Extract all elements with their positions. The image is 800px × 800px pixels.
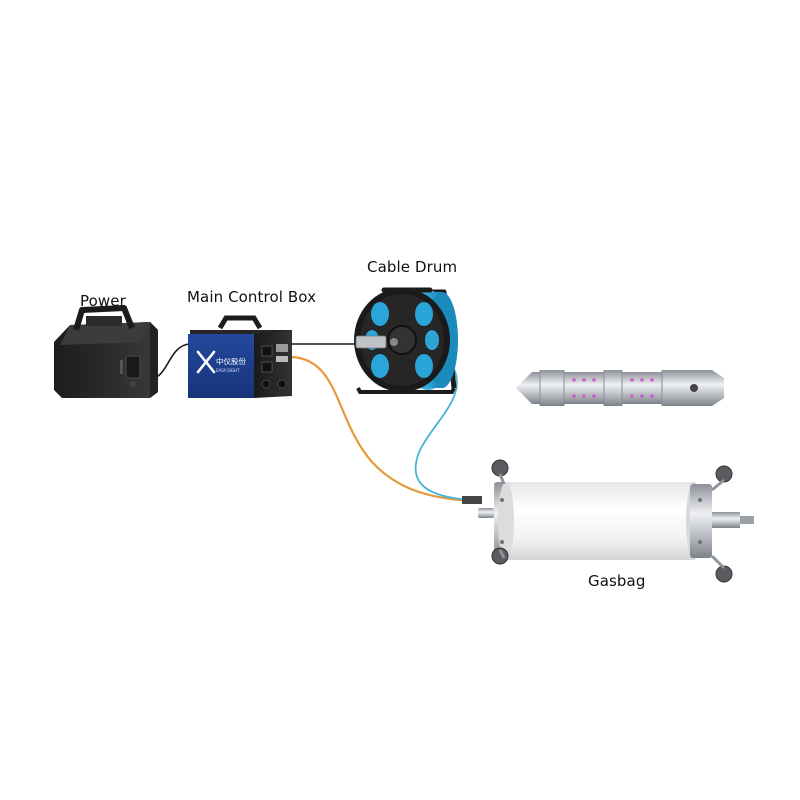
main-control-box-label: Main Control Box — [187, 288, 317, 306]
brand-logo: 中仪股份 EASY-SIGHT — [196, 350, 246, 374]
orange-cable — [291, 355, 471, 503]
main-control-box: 中仪股份 EASY-SIGHT — [188, 315, 292, 398]
logo-text-en: EASY-SIGHT — [216, 368, 240, 373]
gasbag-label: Gasbag — [588, 572, 646, 590]
gasbag — [462, 459, 754, 583]
connectors — [261, 344, 288, 389]
cable-drum-label: Cable Drum — [367, 258, 458, 276]
control-box-panel — [188, 334, 254, 398]
blue-cable — [414, 364, 471, 501]
power-unit — [54, 305, 158, 398]
camera-module — [516, 370, 724, 406]
logo-text-cn: 中仪股份 — [216, 356, 246, 366]
cable-drum — [354, 287, 458, 394]
logo-mark-icon — [196, 350, 216, 374]
caster-icon — [491, 459, 509, 477]
